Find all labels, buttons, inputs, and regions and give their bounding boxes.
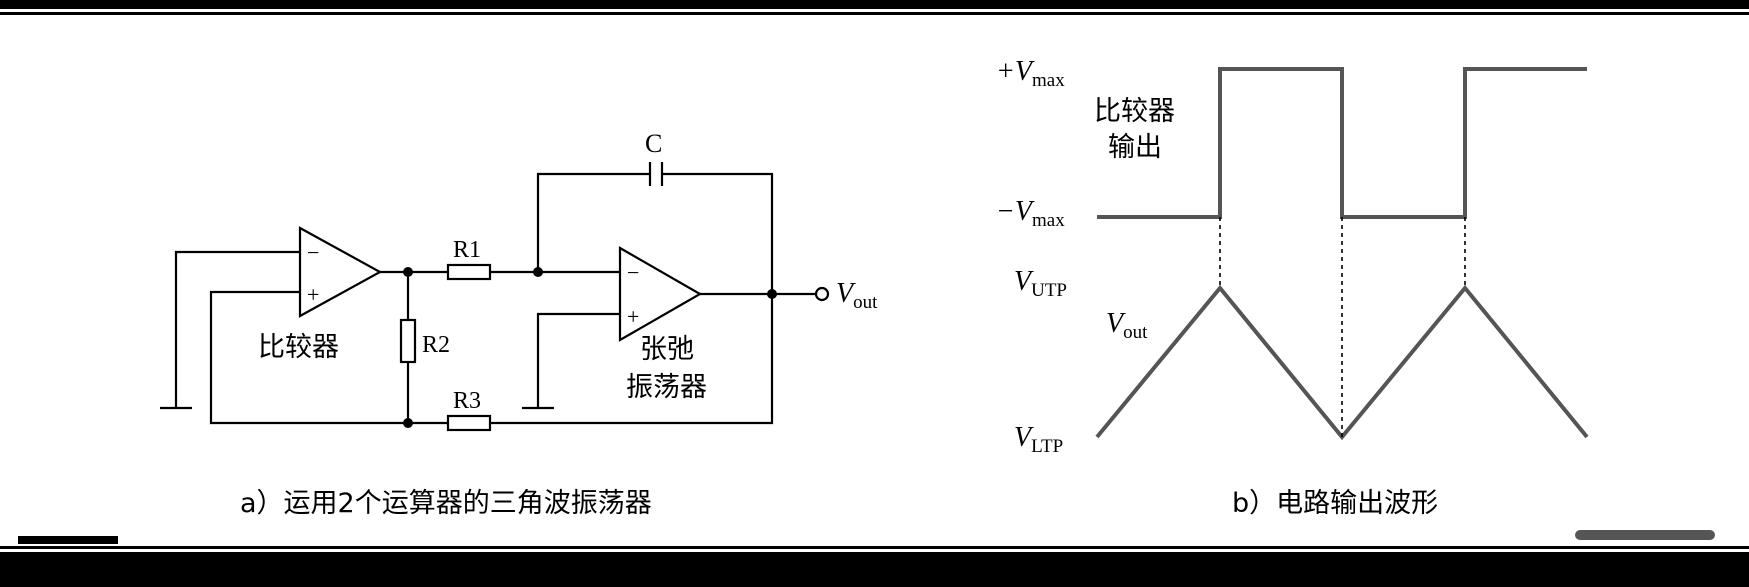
- comparator-output-label-line1: 比较器: [1094, 96, 1175, 127]
- r1-label: R1: [453, 237, 481, 263]
- circuit-vout-label: Vout: [836, 278, 878, 313]
- capacitor-label: C: [645, 129, 662, 158]
- resistor-r2: [399, 318, 417, 364]
- relaxation-oscillator-label-line1: 张弛: [640, 334, 694, 365]
- integrator-opamp-symbol: [618, 246, 703, 342]
- r2-label: R2: [422, 332, 450, 358]
- comparator-plus-input-sign: +: [307, 282, 319, 307]
- waveform-caption: b）电路输出波形: [1232, 488, 1438, 519]
- resistor-r1: [446, 263, 492, 281]
- circuit-caption: a）运用2个运算器的三角波振荡器: [240, 488, 652, 519]
- resistor-r3: [446, 414, 492, 432]
- r3-label: R3: [453, 388, 481, 414]
- junction-node: [767, 289, 777, 299]
- vmax-positive-label: +Vmax: [996, 56, 1065, 91]
- circuit-diagram: − + R1 R2 R3 − + C: [160, 129, 878, 519]
- vutp-label: VUTP: [1014, 266, 1067, 301]
- waveform-vout-label: Vout: [1106, 308, 1148, 343]
- junction-node: [403, 418, 413, 428]
- output-terminal: [814, 286, 830, 302]
- vmax-negative-label: −Vmax: [996, 196, 1065, 231]
- vltp-label: VLTP: [1014, 422, 1063, 457]
- comparator-label: 比较器: [258, 332, 339, 363]
- capacitor-c: [648, 162, 664, 186]
- integrator-plus-input-sign: +: [627, 304, 639, 329]
- comparator-output-label-line2: 输出: [1108, 132, 1162, 163]
- integrator-minus-input-sign: −: [627, 260, 639, 285]
- comparator-feedback-wire: [209, 290, 774, 425]
- waveform-diagram: +Vmax −Vmax VUTP VLTP Vout 比较器 输出 b）电路输出…: [996, 56, 1589, 519]
- comparator-square-wave: [1097, 67, 1587, 219]
- integrator-ground-wire: [536, 312, 620, 408]
- relaxation-oscillator-label-line2: 振荡器: [626, 372, 707, 403]
- comparator-opamp-symbol: [298, 226, 383, 318]
- comparator-ground-wire: [174, 250, 300, 408]
- comparator-minus-input-sign: −: [307, 240, 319, 265]
- capacitor-feedback-wire: [536, 172, 774, 294]
